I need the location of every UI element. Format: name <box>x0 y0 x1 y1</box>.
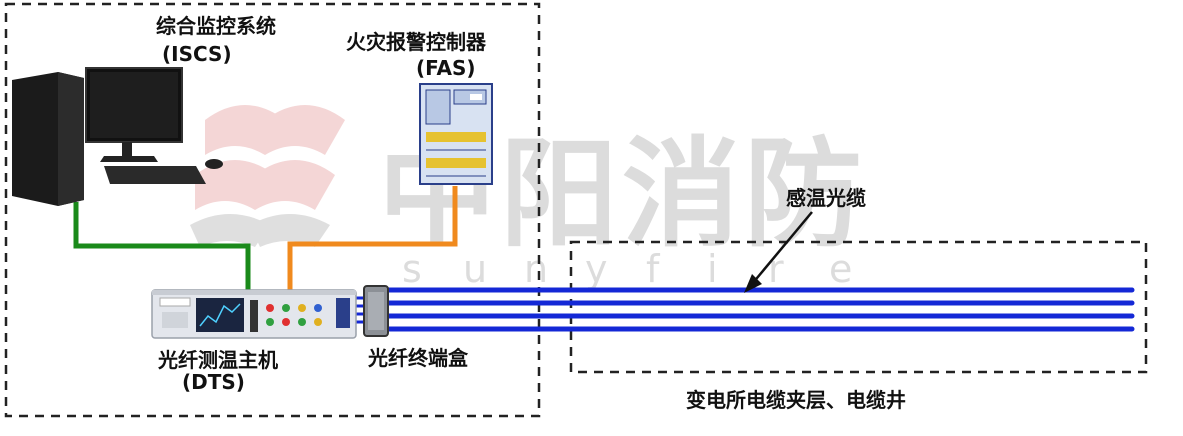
cable-pointer-arrow <box>744 211 813 293</box>
iscs-dts-link <box>73 202 251 290</box>
dts-label: 光纤测温主机 <box>158 348 278 372</box>
iscs-code-label: (ISCS) <box>162 42 232 66</box>
terminal-box-icon <box>363 285 389 337</box>
watermark-letter: u <box>463 247 487 291</box>
fas-dts-link <box>287 186 458 290</box>
watermark-letter: i <box>707 247 718 291</box>
watermark-letter: e <box>829 247 852 291</box>
fas-label: 火灾报警控制器 <box>346 30 486 54</box>
watermark-letter: n <box>524 247 548 291</box>
sensing-fibers <box>385 287 1135 332</box>
fas-code-label: (FAS) <box>416 56 476 80</box>
iscs-label: 综合监控系统 <box>156 14 276 38</box>
control-room-boundary <box>4 2 541 418</box>
watermark-logo <box>190 105 345 247</box>
watermark-letter: r <box>768 247 784 291</box>
watermark-letter: f <box>646 247 661 291</box>
site-label: 变电所电缆夹层、电缆井 <box>686 388 906 412</box>
dts-code-label: (DTS) <box>182 370 245 394</box>
fas-panel-icon <box>419 83 493 185</box>
watermark-letter: y <box>585 247 608 291</box>
dts-host-icon <box>151 289 357 339</box>
site-boundary <box>569 240 1148 374</box>
cable-label: 感温光缆 <box>786 186 866 210</box>
patch-fibers <box>356 296 364 324</box>
watermark-letter: s <box>402 247 422 291</box>
terminal-box-label: 光纤终端盒 <box>368 346 468 370</box>
iscs-computer-icon <box>12 67 223 206</box>
